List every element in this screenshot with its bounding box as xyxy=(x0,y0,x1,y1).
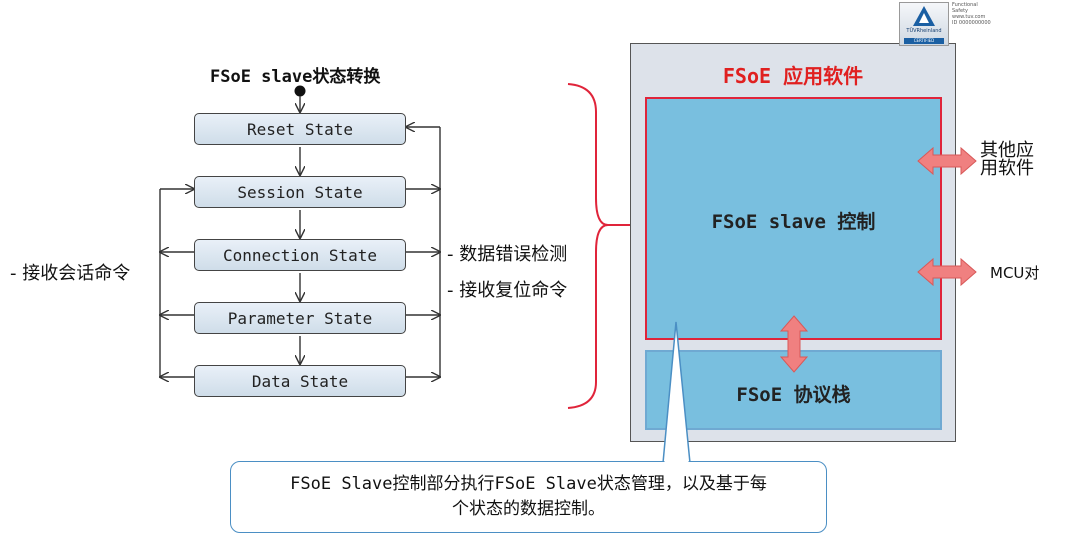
state-machine-title: FSoE slave状态转换 xyxy=(210,67,381,87)
state-data: Data State xyxy=(194,365,406,397)
other-software-label: 其他应 用软件 xyxy=(980,140,1034,179)
state-reset: Reset State xyxy=(194,113,406,145)
mcu-double-arrow xyxy=(917,257,977,287)
left-note-session-command: - 接收会话命令 xyxy=(10,263,131,284)
right-note-reset-command: - 接收复位命令 xyxy=(447,280,568,301)
state-connection: Connection State xyxy=(194,239,406,271)
state-session: Session State xyxy=(194,176,406,208)
state-parameter: Parameter State xyxy=(194,302,406,334)
other-software-double-arrow xyxy=(917,146,977,176)
mcu-label: MCU对 xyxy=(990,264,1040,282)
tuv-brand: TÜVRheinland xyxy=(906,28,942,34)
protocol-stack-label: FSoE 协议栈 xyxy=(736,384,851,406)
stack-control-double-arrow xyxy=(779,315,809,373)
slave-control-block xyxy=(645,97,942,340)
initial-state-dot xyxy=(294,85,306,97)
tuv-certified: CERTIFIED xyxy=(904,38,944,44)
slave-control-label: FSoE slave 控制 xyxy=(711,211,876,233)
callout-box xyxy=(230,461,827,533)
right-loop-arrows xyxy=(406,127,440,377)
tuv-badge-info: Functional Safety www.tuv.com ID 0000000… xyxy=(952,2,991,26)
callout-text: FSoE Slave控制部分执行FSoE Slave状态管理，以及基于每 个状态… xyxy=(290,474,767,519)
right-note-data-error: - 数据错误检测 xyxy=(447,244,568,265)
app-software-title: FSoE 应用软件 xyxy=(722,64,864,88)
tuv-triangle-icon xyxy=(913,6,935,26)
left-loop-arrows xyxy=(160,189,194,377)
